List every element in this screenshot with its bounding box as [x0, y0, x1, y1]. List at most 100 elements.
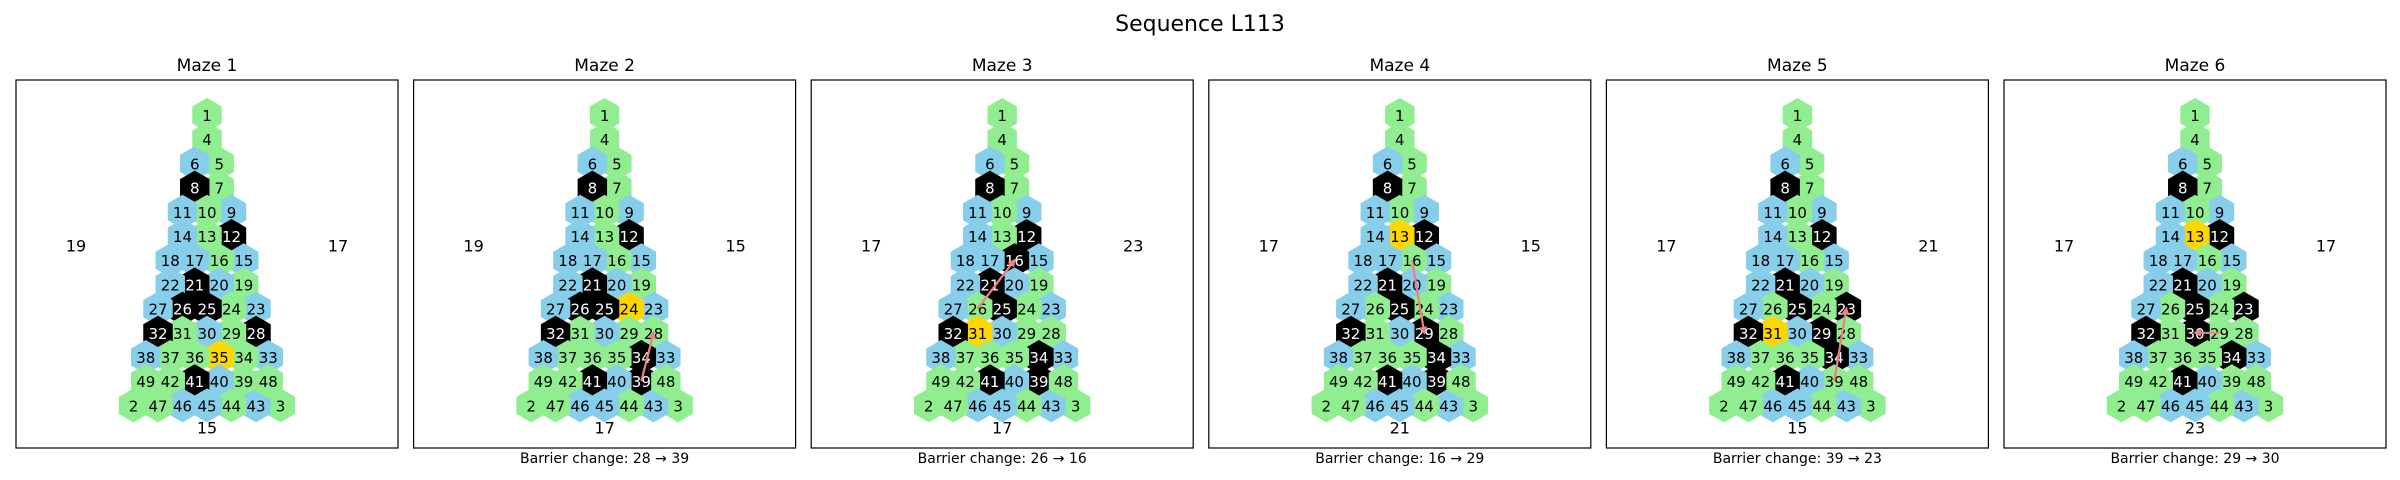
hex-shape — [1385, 194, 1415, 229]
barrier-change-caption: Barrier change: 26 → 16 — [918, 451, 1087, 467]
hex-shape — [2204, 194, 2235, 229]
hex-label: 24 — [620, 301, 639, 319]
hex-cell-14: 14 — [167, 219, 198, 253]
hex-label: 31 — [968, 325, 987, 343]
maze-frame — [810, 79, 1194, 449]
hex-label: 13 — [197, 228, 216, 246]
hex-label: 48 — [2247, 373, 2266, 391]
hex-label: 41 — [185, 373, 204, 391]
hex-shape — [614, 291, 644, 326]
hex-shape — [577, 170, 608, 205]
hex-label: 19 — [1825, 276, 1844, 294]
hex-shape — [1036, 291, 1066, 326]
hex-cell-45: 45 — [2180, 388, 2210, 423]
bottom-label: 17 — [992, 419, 1012, 438]
hex-label: 19 — [2222, 276, 2241, 294]
right-label: 23 — [1123, 237, 1143, 256]
hex-cell-41: 41 — [577, 364, 608, 399]
hex-shape — [614, 219, 644, 253]
hex-label: 30 — [993, 325, 1012, 343]
hex-label: 25 — [1788, 301, 1807, 319]
hex-shape — [2217, 243, 2247, 278]
hex-cell-23: 23 — [1036, 291, 1066, 326]
hex-cell-12: 12 — [1409, 219, 1440, 253]
hex-cell-49: 49 — [131, 364, 161, 399]
hex-cell-23: 23 — [1434, 291, 1464, 326]
hex-cell-18: 18 — [2143, 243, 2173, 278]
hex-label: 2 — [526, 397, 536, 415]
hex-shape — [2180, 98, 2210, 132]
hex-label: 46 — [173, 397, 192, 415]
hex-shape — [2204, 291, 2235, 326]
hex-cell-30: 30 — [987, 315, 1017, 350]
barrier-change-caption: Barrier change: 28 → 39 — [520, 451, 689, 467]
hex-cell-9: 9 — [216, 194, 247, 229]
hex-cell-4: 4 — [2180, 122, 2210, 157]
hex-shape — [565, 219, 595, 253]
hex-shape — [1409, 291, 1440, 326]
hex-label: 38 — [931, 349, 950, 367]
hex-label: 49 — [2124, 373, 2143, 391]
hex-label: 16 — [2198, 252, 2217, 270]
hex-cell-45: 45 — [589, 388, 620, 423]
hex-label: 28 — [246, 325, 265, 343]
hex-label: 20 — [1403, 276, 1422, 294]
hex-shape — [1807, 315, 1837, 350]
barrier-change-arrow — [1410, 260, 1428, 335]
hex-shape — [167, 315, 198, 350]
hex-cell-7: 7 — [999, 170, 1030, 205]
hex-cell-8: 8 — [975, 170, 1005, 205]
hex-label: 25 — [197, 301, 216, 319]
hex-cell-31: 31 — [167, 315, 198, 350]
hex-cell-33: 33 — [1048, 340, 1079, 374]
hex-cell-4: 4 — [192, 122, 222, 157]
hex-cell-20: 20 — [999, 267, 1030, 302]
hex-label: 40 — [1800, 373, 1819, 391]
hex-label: 38 — [1329, 349, 1348, 367]
hex-shape — [540, 315, 571, 350]
hex-shape — [241, 291, 271, 326]
hex-cell-34: 34 — [1024, 340, 1054, 374]
hex-label: 28 — [1439, 325, 1458, 343]
hex-shape — [2241, 340, 2271, 374]
hex-label: 37 — [161, 349, 180, 367]
hex-shape — [1782, 315, 1813, 350]
hex-shape — [999, 340, 1030, 374]
hex-label: 25 — [1390, 301, 1409, 319]
hex-cell-3: 3 — [1856, 388, 1886, 423]
hex-shape — [180, 340, 210, 374]
hex-shape — [1397, 340, 1427, 374]
hex-shape — [1745, 340, 1776, 374]
hex-label: 48 — [1452, 373, 1471, 391]
hex-shape — [1758, 315, 1788, 350]
hex-shape — [565, 291, 595, 326]
hex-label: 45 — [1788, 397, 1807, 415]
hex-label: 8 — [1383, 180, 1393, 198]
hex-label: 14 — [1763, 228, 1782, 246]
hex-label: 22 — [161, 276, 180, 294]
hex-cell-26: 26 — [1360, 291, 1391, 326]
hex-label: 31 — [2161, 325, 2180, 343]
hex-label: 30 — [197, 325, 216, 343]
hex-label: 17 — [2173, 252, 2192, 270]
hex-cell-12: 12 — [1011, 219, 1042, 253]
hex-cell-6: 6 — [577, 146, 608, 181]
hex-cell-40: 40 — [2192, 364, 2222, 399]
hex-label: 14 — [173, 228, 192, 246]
hex-cell-29: 29 — [1807, 315, 1837, 350]
hex-label: 5 — [1010, 155, 1020, 173]
barrier-change-caption: Barrier change: 39 → 23 — [1713, 451, 1882, 467]
hex-label: 18 — [2149, 252, 2168, 270]
hex-label: 37 — [1354, 349, 1373, 367]
hex-label: 5 — [1407, 155, 1417, 173]
hex-cell-49: 49 — [528, 364, 559, 399]
hex-cell-44: 44 — [216, 388, 247, 423]
hex-cell-2: 2 — [118, 388, 149, 423]
hex-cell-17: 17 — [2168, 243, 2198, 278]
hex-cell-17: 17 — [975, 243, 1005, 278]
hex-cell-3: 3 — [663, 388, 693, 423]
hex-cell-26: 26 — [1758, 291, 1788, 326]
hex-cell-30: 30 — [192, 315, 222, 350]
